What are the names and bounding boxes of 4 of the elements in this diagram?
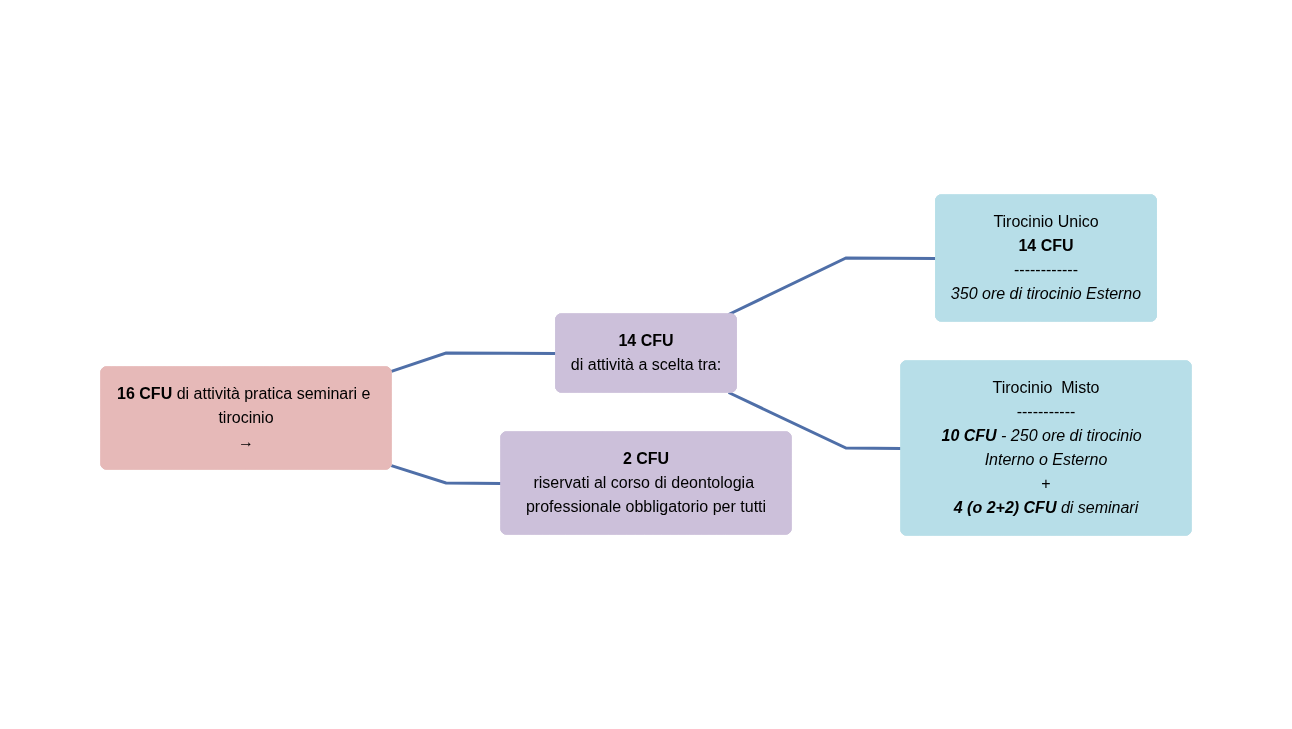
connector bbox=[390, 463, 502, 485]
connector bbox=[727, 256, 937, 316]
connector bbox=[727, 390, 902, 450]
connector bbox=[390, 351, 557, 373]
